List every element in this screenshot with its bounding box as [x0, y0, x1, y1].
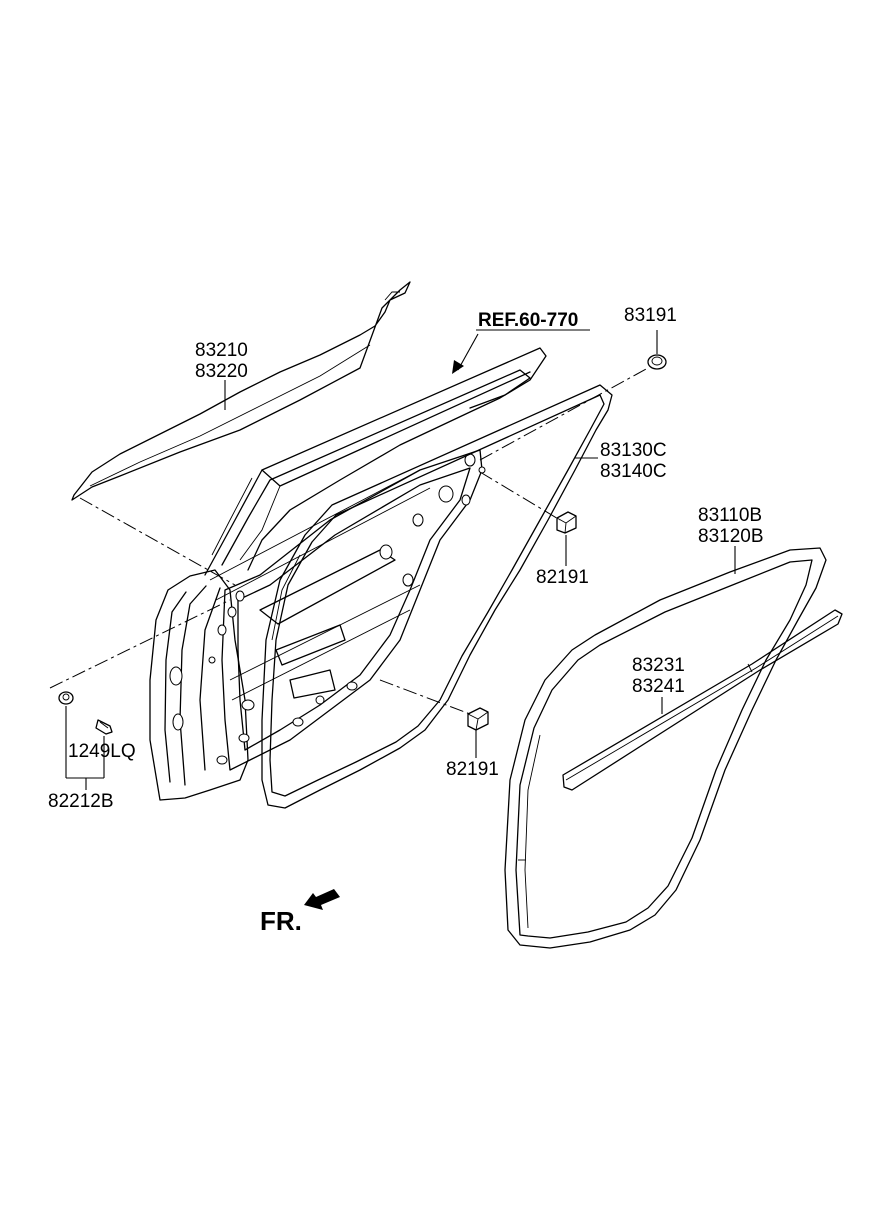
- ref-label: REF.60-770: [478, 310, 578, 331]
- label-83110B: 83110B: [698, 505, 762, 526]
- front-arrow-icon: [304, 889, 340, 910]
- leader-lines: [65, 329, 736, 790]
- label-83241: 83241: [632, 676, 685, 697]
- label-83130C: 83130C: [600, 440, 667, 461]
- label-83140C: 83140C: [600, 461, 667, 482]
- front-indicator: FR.: [260, 889, 340, 936]
- label-83191: 83191: [624, 305, 677, 326]
- plug-82191-mid: [556, 511, 577, 534]
- door-panel: [149, 347, 547, 801]
- ref-arrowhead: [452, 360, 464, 374]
- hinge-grommet: [58, 691, 74, 705]
- label-82191-mid: 82191: [536, 567, 589, 588]
- belt-outer-weatherstrip: [71, 281, 411, 501]
- front-label: FR.: [260, 906, 302, 936]
- alignment-lines: [49, 367, 649, 715]
- bolt-1249LQ: [95, 719, 113, 735]
- label-83231: 83231: [632, 655, 685, 676]
- body-side-weatherstrip: [504, 547, 827, 949]
- label-1249LQ: 1249LQ: [68, 741, 136, 762]
- label-83210: 83210: [195, 340, 248, 361]
- belt-inner-weatherstrip: [562, 609, 843, 791]
- label-83220: 83220: [195, 361, 248, 382]
- plug-83191: [647, 354, 667, 370]
- plug-82191-low: [467, 707, 489, 731]
- label-83120B: 83120B: [698, 526, 764, 547]
- door-side-weatherstrip: [261, 384, 613, 809]
- label-82191-low: 82191: [446, 759, 499, 780]
- label-82212B: 82212B: [48, 791, 114, 812]
